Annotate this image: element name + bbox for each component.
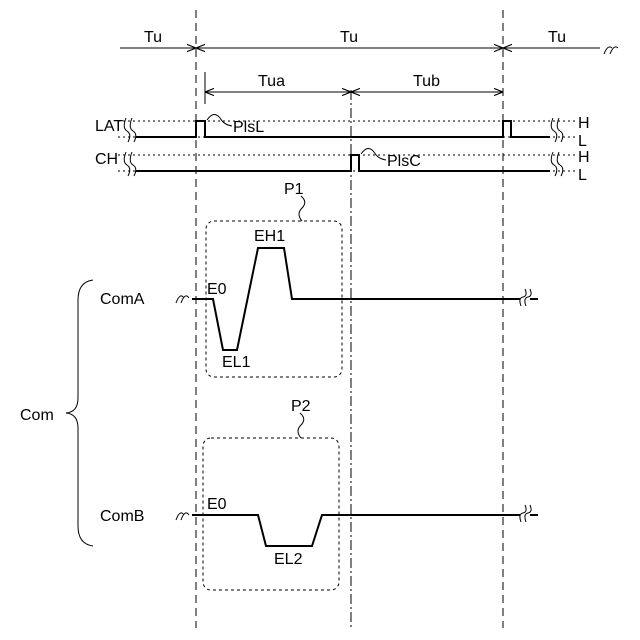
plsl-label: PlsL [233,119,264,136]
plsl-leader [207,114,232,126]
tua-label: Tua [258,73,285,90]
ch-break-mark-left [124,152,136,176]
tu-right-label: Tu [548,29,566,46]
lat-high-label: H [578,115,590,132]
el2-label: EL2 [274,551,303,568]
eh1-label: EH1 [254,228,285,245]
el1-label: EL1 [222,354,251,371]
comb-label: ComB [100,508,144,525]
ch-break-mark-right [551,152,563,176]
coma-waveform [192,248,520,350]
com-brace [66,280,93,546]
p2-leader [298,413,304,438]
e0-b-label: E0 [207,496,227,513]
comb-waveform [192,515,520,546]
plsc-leader [361,148,386,160]
p2-label: P2 [291,398,311,415]
tu-right-break-mark [604,47,618,54]
lat-waveform [136,121,550,137]
coma-label: ComA [100,291,145,308]
lat-break-mark-right [551,118,563,142]
com-label: Com [20,407,54,424]
comb-break-mark-left [176,513,189,520]
tu-mid-label: Tu [340,29,358,46]
ch-label: CH [95,151,118,168]
ch-waveform [136,155,550,171]
coma-break-mark-right [520,289,531,306]
p1-label: P1 [284,181,304,198]
plsc-label: PlsC [387,153,421,170]
tub-label: Tub [413,73,440,90]
lat-break-mark-left [124,118,136,142]
comb-break-mark-right [520,505,531,522]
e0-a-label: E0 [207,281,227,298]
p1-leader [299,196,305,221]
ch-low-label: L [578,167,587,184]
coma-break-mark-left [176,296,189,303]
ch-high-label: H [578,149,590,166]
tu-left-label: Tu [144,29,162,46]
lat-low-label: L [578,133,587,150]
